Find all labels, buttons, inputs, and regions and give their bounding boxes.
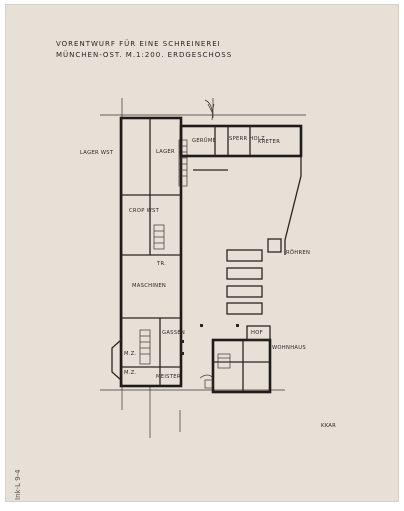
label-rohren: RÖHREN [286,249,310,256]
upper-annex [179,99,303,255]
label-sperr-holz: SPERR HOLZ [229,136,265,142]
label-gassen: GASSEN [162,330,185,336]
stair-lower [139,329,151,365]
column-marks [181,324,239,355]
stair-upper [178,139,188,187]
label-meister: MEISTER [156,374,181,380]
label-kreter: KRETER [258,139,280,145]
label-tr: TR. [156,261,166,267]
paper-sheet [5,4,399,502]
label-gerume: GERÜME [192,137,216,144]
label-hof: HOF [251,330,263,336]
main-building [111,116,188,388]
title-line-1: VORENTWURF FÜR EINE SCHREINEREI [56,39,221,48]
margin-note: Ink-L 9-4 [14,469,22,500]
label-mz: M.Z. [124,351,137,357]
stair-middle [153,224,165,250]
label-crop-wst: CROP WST [129,208,160,214]
title-line-2: MÜNCHEN-OST. M.1:200. ERDGESCHOSS [56,50,232,59]
label-lager-west: LAGER WST [80,150,114,156]
signature: KKAR [321,423,336,429]
residential-house [199,325,272,394]
label-maschinen: MASCHINEN [132,283,166,289]
label-wohnhaus: WOHNHAUS [272,345,306,351]
timber-racks [226,238,282,315]
label-lager: LAGER [156,149,175,155]
label-mz-2: M.Z. [124,370,137,376]
